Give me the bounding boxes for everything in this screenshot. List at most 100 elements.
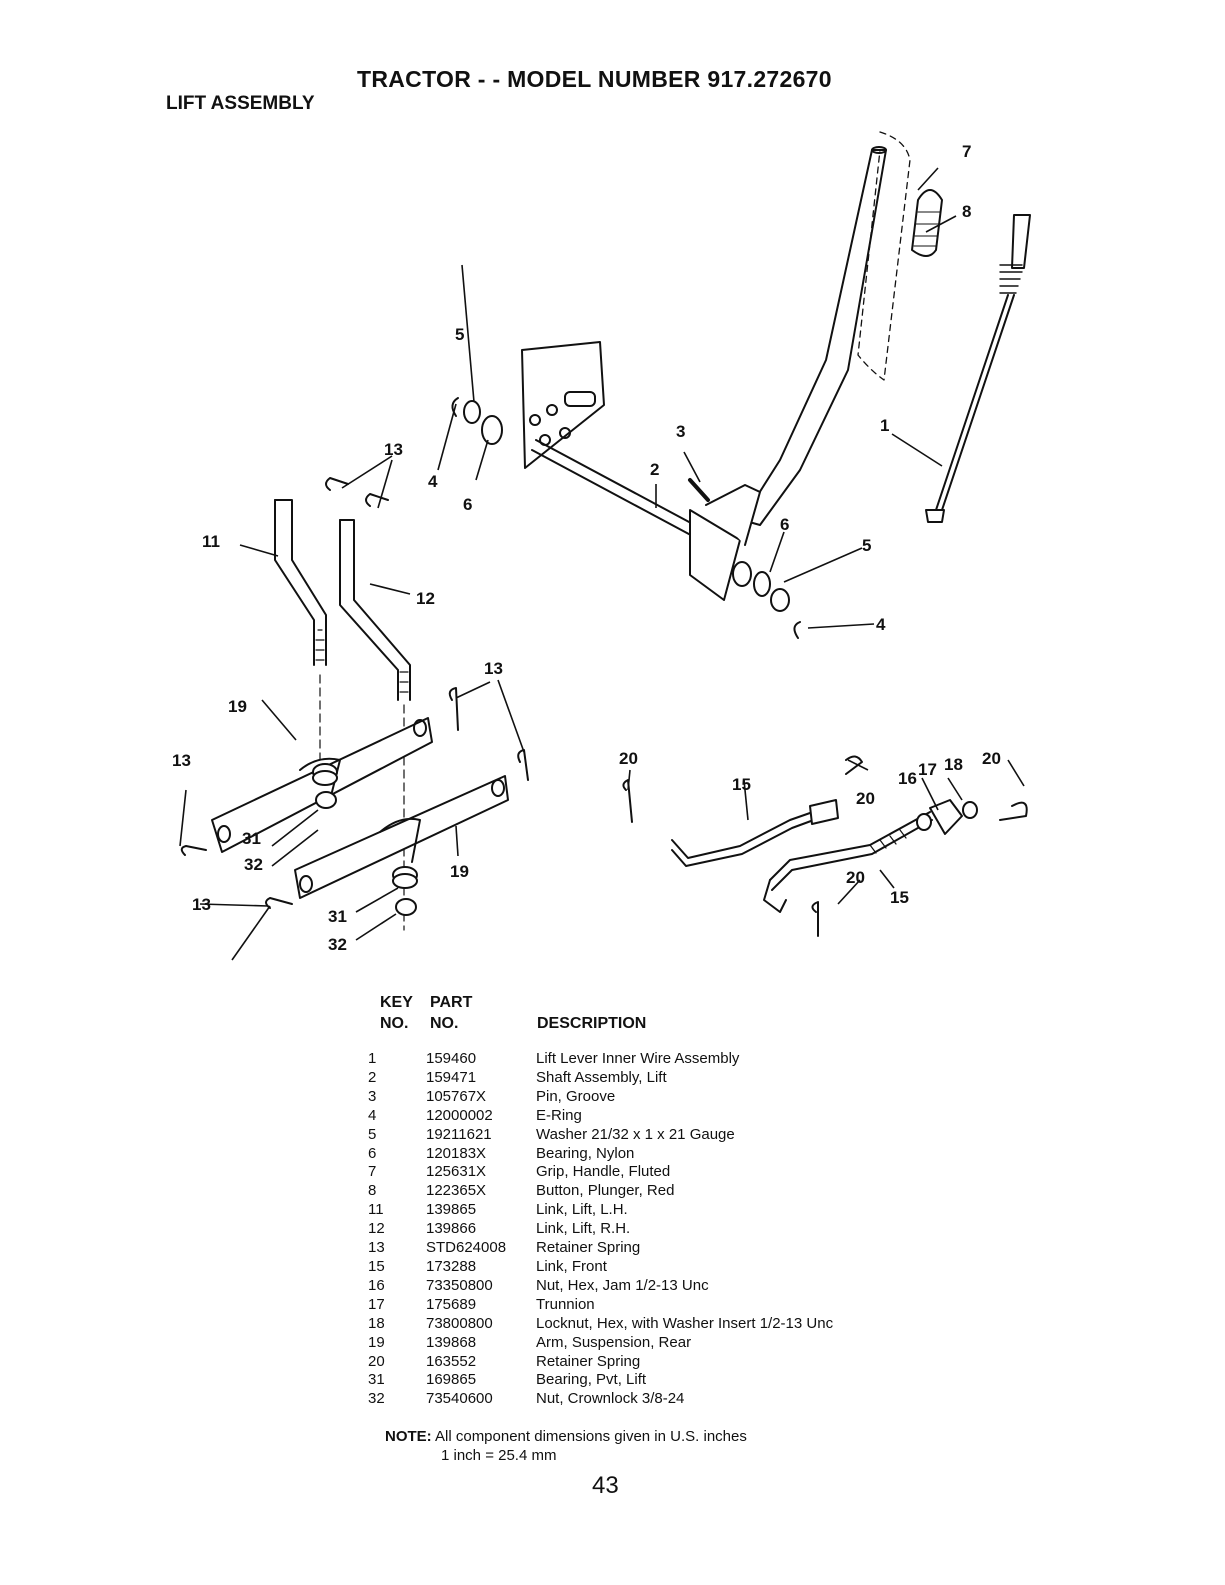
- description: Button, Plunger, Red: [536, 1182, 675, 1200]
- description: Nut, Hex, Jam 1/2-13 Unc: [536, 1276, 709, 1294]
- key-no: 17: [368, 1295, 385, 1313]
- part-no: 163552: [426, 1352, 477, 1370]
- page-number: 43: [592, 1472, 619, 1499]
- key-no: 32: [368, 1390, 385, 1408]
- key-no: 1: [368, 1050, 377, 1067]
- part-no: STD624008: [426, 1239, 507, 1257]
- callout-32: 32: [244, 855, 263, 874]
- description: Nut, Crownlock 3/8-24: [536, 1390, 685, 1408]
- key-no: 7: [368, 1163, 377, 1181]
- callout-6b: 6: [780, 515, 789, 534]
- note-conversion: 1 inch = 25.4 mm: [441, 1447, 557, 1464]
- table-row: 8 122365X Button, Plunger, Red: [368, 1182, 833, 1201]
- col-key-header-2: NO.: [380, 1015, 409, 1032]
- callout-19: 19: [228, 697, 247, 716]
- key-no: 31: [368, 1371, 385, 1389]
- callout-11: 11: [202, 532, 220, 551]
- suspension-arm-lower: [294, 775, 509, 899]
- description: Locknut, Hex, with Washer Insert 1/2-13 …: [536, 1314, 834, 1332]
- part-no: 169865: [426, 1371, 477, 1389]
- key-no: 4: [368, 1106, 377, 1124]
- callout-31b: 31: [328, 907, 347, 926]
- description: Shaft Assembly, Lift: [536, 1068, 667, 1086]
- part-no: 73350800: [426, 1276, 493, 1294]
- callout-20c: 20: [982, 749, 1001, 768]
- callout-7: 7: [962, 142, 971, 161]
- callout-31: 31: [242, 829, 261, 848]
- callout-6: 6: [463, 495, 472, 514]
- callout-3: 3: [676, 422, 685, 441]
- callout-4b: 4: [876, 615, 886, 634]
- callout-5: 5: [455, 325, 464, 344]
- col-desc-header: DESCRIPTION: [537, 1015, 647, 1032]
- description: Lift Lever Inner Wire Assembly: [536, 1050, 740, 1067]
- callout-20d: 20: [846, 868, 865, 887]
- lift-lever: [741, 146, 887, 526]
- note-label: NOTE:: [385, 1428, 432, 1445]
- front-link: [671, 799, 933, 913]
- table-row: 18 73800800 Locknut, Hex, with Washer Inse…: [368, 1315, 833, 1334]
- part-no: 105767X: [426, 1087, 487, 1105]
- key-no: 11: [368, 1201, 384, 1219]
- note-text: All component dimensions given in U.S. i…: [431, 1428, 747, 1445]
- table-row: 1 159460 Lift Lever Inner Wire Assembly: [368, 1050, 833, 1069]
- key-no: 6: [368, 1144, 377, 1162]
- table-row: 31 169865 Bearing, Pvt, Lift: [368, 1371, 833, 1390]
- description: Link, Lift, R.H.: [536, 1220, 631, 1238]
- part-no: 73540600: [426, 1390, 493, 1408]
- part-no: 122365X: [426, 1182, 487, 1200]
- key-no: 2: [368, 1068, 377, 1086]
- callout-13: 13: [384, 440, 403, 459]
- inner-wire: [925, 214, 1031, 523]
- note: NOTE: All component dimensions given in …: [385, 1428, 747, 1445]
- callout-18: 18: [944, 755, 963, 774]
- part-no: 19211621: [426, 1125, 492, 1143]
- key-no: 18: [368, 1314, 385, 1332]
- callout-15b: 15: [890, 888, 909, 907]
- callout-13d: 13: [192, 895, 211, 914]
- lift-assembly-diagram: 7 8 5 13 4 6 11 12 3 2 1 6 5 4 13 19 13 …: [172, 131, 1031, 961]
- callout-1: 1: [880, 416, 889, 435]
- part-no: 139865: [426, 1201, 477, 1219]
- part-no: 173288: [426, 1257, 477, 1275]
- key-no: 15: [368, 1257, 385, 1275]
- callout-15: 15: [732, 775, 751, 794]
- description: Grip, Handle, Fluted: [536, 1163, 671, 1181]
- section-title: LIFT ASSEMBLY: [166, 93, 315, 114]
- lift-shaft: [531, 439, 761, 601]
- description: Bearing, Pvt, Lift: [536, 1371, 647, 1389]
- part-no: 139866: [426, 1220, 477, 1238]
- col-part-header-2: NO.: [430, 1015, 459, 1032]
- key-no: 8: [368, 1182, 377, 1200]
- callout-17: 17: [918, 760, 937, 779]
- lift-link-right: [339, 519, 411, 931]
- lift-link-left: [274, 499, 327, 761]
- key-no: 13: [368, 1239, 385, 1257]
- description: Pin, Groove: [536, 1087, 616, 1105]
- description: Retainer Spring: [536, 1239, 641, 1257]
- description: Trunnion: [536, 1295, 595, 1313]
- callout-2: 2: [650, 460, 659, 479]
- callout-5b: 5: [862, 536, 871, 555]
- part-no: 73800800: [426, 1314, 493, 1332]
- callout-12: 12: [416, 589, 435, 608]
- part-no: 12000002: [426, 1106, 493, 1124]
- callout-20b: 20: [856, 789, 875, 808]
- part-no: 159460: [426, 1050, 477, 1067]
- callout-4: 4: [428, 472, 438, 491]
- callout-32b: 32: [328, 935, 347, 954]
- callout-13c: 13: [484, 659, 503, 678]
- table-row: 32 73540600 Nut, Crownlock 3/8-24: [368, 1390, 833, 1409]
- callout-8: 8: [962, 202, 971, 221]
- mounting-bracket: [521, 341, 605, 469]
- col-part-header-1: PART: [430, 994, 473, 1011]
